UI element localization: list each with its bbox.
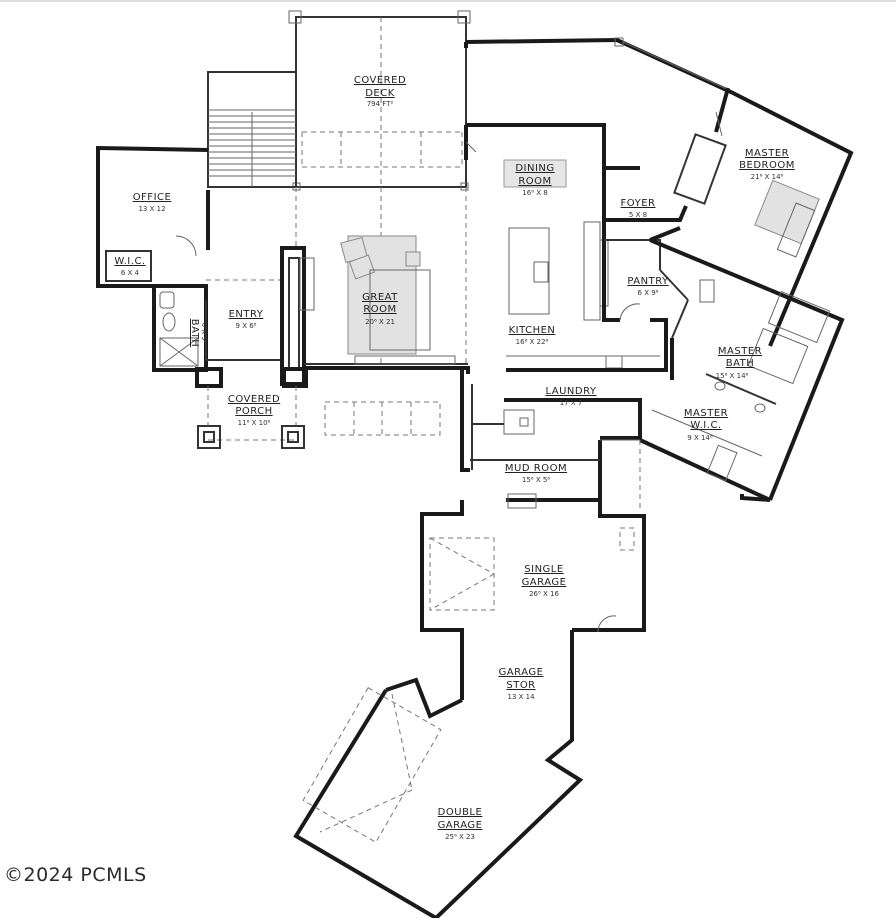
label-entry: ENTRY 9 X 6⁶ bbox=[229, 309, 264, 330]
svg-text:BEDROOM: BEDROOM bbox=[739, 160, 795, 171]
svg-text:6 X 9⁶: 6 X 9⁶ bbox=[638, 289, 659, 297]
svg-text:6 X 4: 6 X 4 bbox=[121, 269, 140, 277]
svg-text:21⁶ X 14⁶: 21⁶ X 14⁶ bbox=[751, 173, 784, 181]
svg-text:GARAGE: GARAGE bbox=[438, 820, 483, 831]
svg-text:BATH: BATH bbox=[189, 319, 200, 348]
svg-text:COVERED: COVERED bbox=[228, 394, 280, 405]
svg-text:ENTRY: ENTRY bbox=[229, 309, 264, 320]
svg-text:11⁶ X 10⁶: 11⁶ X 10⁶ bbox=[238, 419, 271, 427]
bench bbox=[324, 401, 441, 436]
svg-text:9 X 6⁶: 9 X 6⁶ bbox=[236, 322, 257, 330]
label-garage-stor: GARAGE STOR 13 X 14 bbox=[499, 667, 544, 701]
svg-text:SINGLE: SINGLE bbox=[524, 564, 563, 575]
svg-text:COVERED: COVERED bbox=[354, 75, 406, 86]
svg-text:15⁶ X 14⁶: 15⁶ X 14⁶ bbox=[716, 372, 749, 380]
svg-text:W.I.C.: W.I.C. bbox=[690, 420, 721, 431]
svg-text:ROOM: ROOM bbox=[363, 304, 396, 315]
label-wic-office: W.I.C. 6 X 4 bbox=[114, 256, 145, 277]
svg-text:17 X 7: 17 X 7 bbox=[560, 399, 583, 407]
svg-text:GARAGE: GARAGE bbox=[499, 667, 544, 678]
svg-text:20⁶ X 21: 20⁶ X 21 bbox=[365, 318, 395, 326]
svg-text:STOR: STOR bbox=[506, 680, 535, 691]
svg-text:W.I.C.: W.I.C. bbox=[114, 256, 145, 267]
svg-text:PORCH: PORCH bbox=[235, 406, 272, 417]
label-foyer: FOYER 5 X 8 bbox=[621, 198, 656, 219]
pantry-foyer-walls bbox=[506, 166, 689, 372]
label-great-room: GREAT ROOM 20⁶ X 21 bbox=[362, 292, 398, 326]
svg-text:BATH: BATH bbox=[726, 358, 755, 369]
stairs bbox=[207, 71, 297, 188]
master-bedroom-walls bbox=[464, 37, 854, 347]
svg-text:GARAGE: GARAGE bbox=[522, 577, 567, 588]
svg-text:DECK: DECK bbox=[365, 88, 395, 99]
svg-text:16⁶ X 22⁶: 16⁶ X 22⁶ bbox=[516, 338, 549, 346]
svg-text:DINING: DINING bbox=[515, 163, 554, 174]
svg-text:LAUNDRY: LAUNDRY bbox=[545, 386, 596, 397]
label-mud-room: MUD ROOM 15⁶ X 5⁶ bbox=[505, 463, 567, 484]
label-office: OFFICE 13 X 12 bbox=[133, 192, 172, 213]
svg-text:ROOM: ROOM bbox=[518, 176, 551, 187]
svg-text:9 X 14⁶: 9 X 14⁶ bbox=[687, 434, 713, 442]
copyright-watermark: ©2024 PCMLS bbox=[4, 864, 147, 886]
svg-text:MASTER: MASTER bbox=[684, 408, 728, 419]
svg-text:MUD ROOM: MUD ROOM bbox=[505, 463, 567, 474]
label-double-garage: DOUBLE GARAGE 25⁶ X 23 bbox=[438, 807, 483, 841]
label-laundry: LAUNDRY 17 X 7 bbox=[545, 386, 596, 407]
svg-text:5 X 8: 5 X 8 bbox=[629, 211, 647, 219]
label-dining-room: DINING ROOM 16⁶ X 8 bbox=[515, 163, 554, 197]
label-master-wic: MASTER W.I.C. 9 X 14⁶ bbox=[684, 408, 728, 442]
svg-text:6 X 9⁶: 6 X 9⁶ bbox=[200, 323, 208, 344]
label-single-garage: SINGLE GARAGE 26⁶ X 16 bbox=[522, 564, 567, 598]
svg-text:GREAT: GREAT bbox=[362, 292, 398, 303]
single-garage-walls bbox=[420, 500, 646, 700]
svg-text:FOYER: FOYER bbox=[621, 198, 656, 209]
svg-text:PANTRY: PANTRY bbox=[627, 276, 669, 287]
svg-text:26⁶ X 16: 26⁶ X 16 bbox=[529, 590, 559, 598]
svg-text:KITCHEN: KITCHEN bbox=[509, 325, 556, 336]
great-room-furniture bbox=[340, 235, 456, 365]
svg-text:13 X 12: 13 X 12 bbox=[138, 205, 165, 213]
covered-porch bbox=[195, 367, 308, 449]
svg-text:25⁶ X 23: 25⁶ X 23 bbox=[445, 833, 475, 841]
svg-text:16⁶ X 8: 16⁶ X 8 bbox=[522, 189, 547, 197]
office-walls bbox=[96, 145, 210, 288]
svg-text:15⁶ X 5⁶: 15⁶ X 5⁶ bbox=[522, 476, 550, 484]
bath-entry-walls bbox=[152, 279, 282, 372]
label-kitchen: KITCHEN 16⁶ X 22⁶ bbox=[509, 325, 556, 346]
label-master-bedroom: MASTER BEDROOM 21⁶ X 14⁶ bbox=[739, 148, 795, 181]
label-bath: BATH 6 X 9⁶ bbox=[189, 319, 208, 348]
svg-text:OFFICE: OFFICE bbox=[133, 192, 172, 203]
svg-text:DOUBLE: DOUBLE bbox=[438, 807, 483, 818]
svg-text:MASTER: MASTER bbox=[718, 346, 762, 357]
svg-text:13 X 14: 13 X 14 bbox=[507, 693, 535, 701]
label-covered-porch: COVERED PORCH 11⁶ X 10⁶ bbox=[228, 394, 280, 427]
svg-text:794 FT²: 794 FT² bbox=[367, 100, 394, 108]
master-bath-walls bbox=[670, 279, 845, 502]
label-pantry: PANTRY 6 X 9⁶ bbox=[627, 276, 669, 297]
label-master-bath: MASTER BATH 15⁶ X 14⁶ bbox=[716, 346, 762, 380]
label-covered-deck: COVERED DECK 794 FT² bbox=[354, 75, 406, 108]
double-garage-walls bbox=[293, 630, 584, 918]
kitchen-walls bbox=[464, 123, 660, 369]
svg-text:MASTER: MASTER bbox=[745, 148, 789, 159]
